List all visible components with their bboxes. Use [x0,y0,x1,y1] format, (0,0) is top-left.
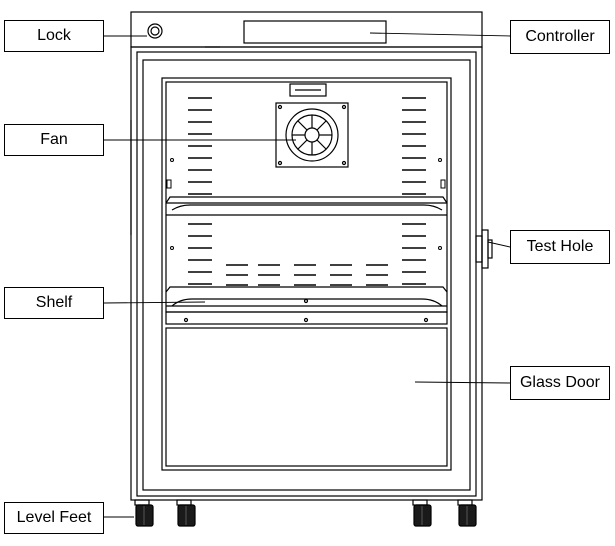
glass-door-frame [142,59,471,491]
side-markers [166,158,446,250]
controller-display [243,20,387,44]
lower-compartment [165,311,448,467]
glass-door-label: Glass Door [510,366,610,400]
fan [275,102,349,168]
controller-label: Controller [510,20,610,54]
wall-vents [188,97,426,285]
back-wall-vents [226,264,388,286]
lower-shelf [165,286,448,307]
top-panel [130,11,483,48]
test-hole [475,229,493,269]
feet-highlights [143,506,468,525]
top-vent [289,83,327,97]
shelf-label: Shelf [4,287,104,319]
fan-label: Fan [4,124,104,156]
lock-label: Lock [4,20,104,52]
cabinet-body [130,46,483,501]
test-hole-label: Test Hole [510,230,610,264]
lock-keyhole [147,23,163,39]
level-feet [134,499,477,527]
upper-shelf [165,196,448,216]
level-feet-label: Level Feet [4,502,104,534]
